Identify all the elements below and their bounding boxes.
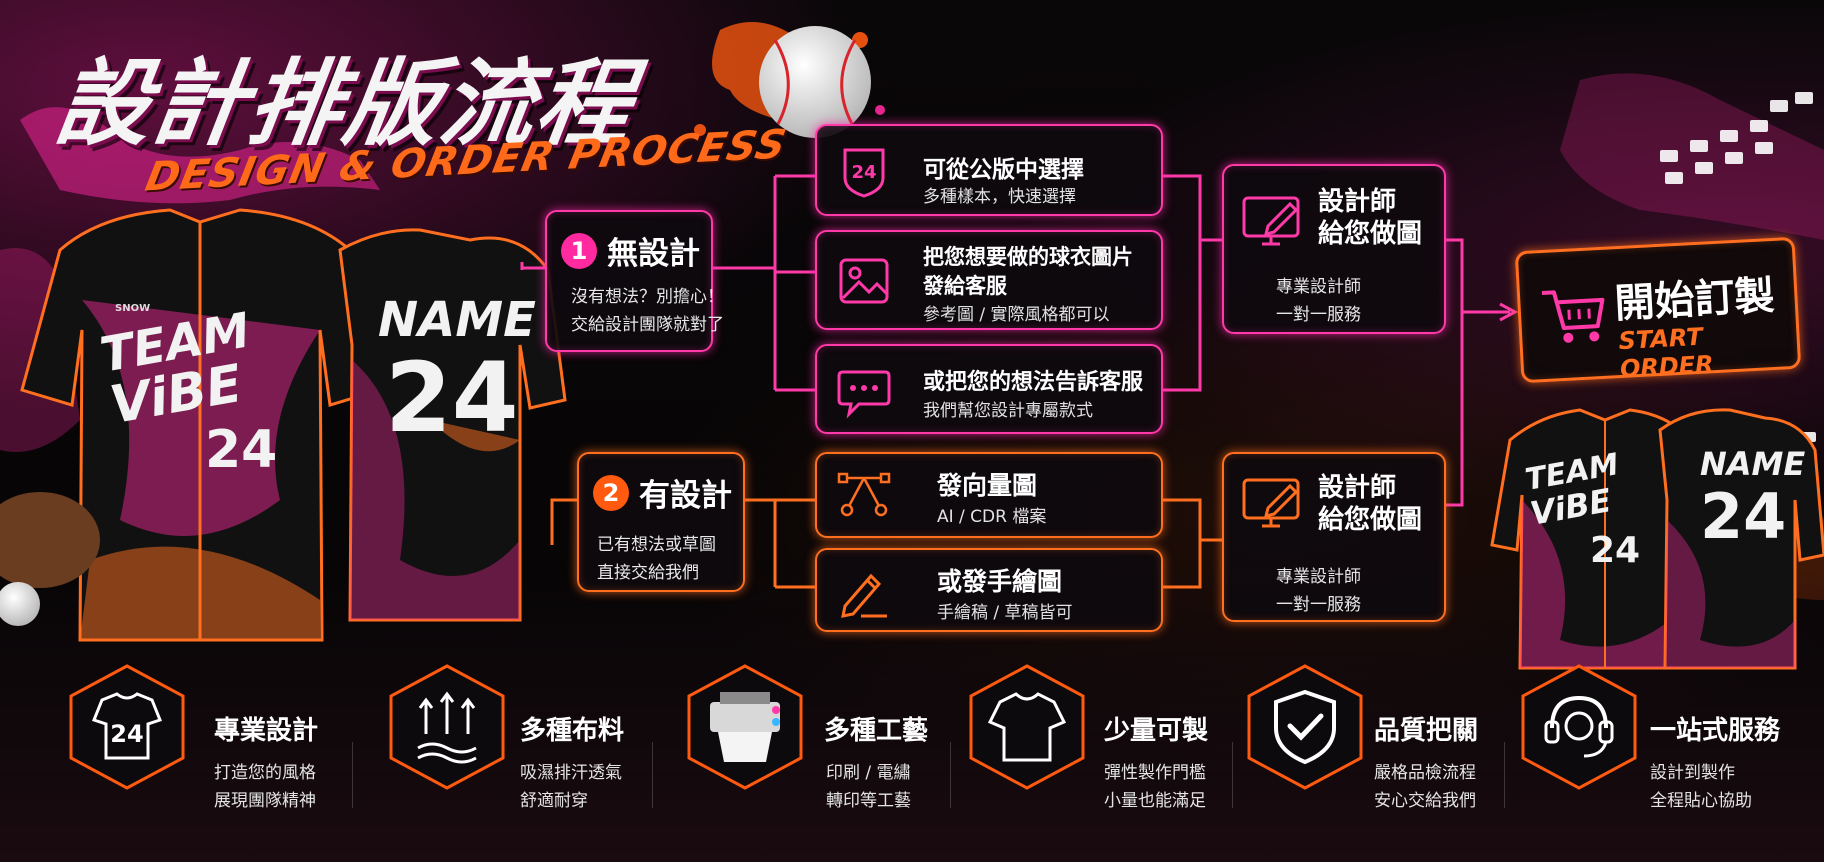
option-template[interactable]: 24 可從公版中選擇 多種樣本，快速選擇	[815, 124, 1163, 216]
feature-divider	[1232, 742, 1233, 808]
jersey-right-back-name: NAME	[1700, 445, 1806, 483]
jersey-right-back-number: 24	[1700, 480, 1787, 553]
option-title: 或把您的想法告訴客服	[923, 370, 1144, 395]
option-desc: AI / CDR 檔案	[937, 507, 1047, 527]
feature-one-stop-service: 一站式服務 設計到製作 全程貼心協助	[1514, 662, 1814, 812]
step-desc-line: 直接交給我們	[597, 563, 699, 583]
feature-title: 品質把關	[1374, 716, 1479, 746]
designer-title: 給您做圖	[1318, 219, 1423, 249]
option-desc: 我們幫您設計專屬款式	[923, 401, 1093, 421]
printer-icon	[687, 664, 803, 790]
designer-title: 設計師	[1318, 187, 1397, 217]
feature-desc: 印刷 / 電繡	[826, 763, 911, 783]
feature-divider	[352, 742, 353, 808]
designer-box-has-design: 設計師 給您做圖 專業設計師 一對一服務	[1222, 452, 1446, 622]
feature-small-batch: 少量可製 彈性製作門檻 小量也能滿足	[962, 662, 1232, 812]
feature-desc: 彈性製作門檻	[1104, 763, 1206, 783]
number-24-badge-icon: 24	[843, 148, 885, 198]
glove-and-ball	[0, 492, 100, 626]
feature-title: 多種布料	[520, 716, 625, 746]
option-desc: 手繪稿 / 草稿皆可	[937, 603, 1073, 623]
feature-desc: 展現團隊精神	[214, 791, 316, 811]
start-order-subtitle: START ORDER	[1617, 322, 1715, 384]
chat-bubble-icon	[837, 370, 891, 419]
feature-desc: 全程貼心協助	[1650, 791, 1752, 811]
feature-title: 多種工藝	[824, 716, 929, 746]
feature-desc: 轉印等工藝	[826, 791, 911, 811]
step-desc-line: 沒有想法？別擔心！	[571, 287, 724, 307]
feature-divider	[1504, 742, 1505, 808]
designer-box-no-design: 設計師 給您做圖 專業設計師 一對一服務	[1222, 164, 1446, 334]
option-desc: 多種樣本，快速選擇	[923, 187, 1076, 207]
designer-desc: 專業設計師	[1276, 277, 1361, 297]
feature-desc: 安心交給我們	[1374, 791, 1476, 811]
feature-professional-design: 24 專業設計 打造您的風格 展現團隊精神	[62, 662, 352, 812]
step-title: 有設計	[639, 478, 732, 514]
feature-title: 少量可製	[1104, 716, 1209, 746]
option-title-line2: 發給客服	[923, 274, 1007, 298]
feature-desc: 吸濕排汗透氣	[520, 763, 622, 783]
feature-title: 專業設計	[214, 716, 319, 746]
option-send-image[interactable]: 把您想要做的球衣圖片 發給客服 參考圖 / 實際風格都可以	[815, 230, 1163, 330]
shield-check-icon	[1247, 664, 1363, 790]
shopping-cart-icon	[1541, 290, 1605, 343]
feature-divider	[950, 742, 951, 808]
option-title: 或發手繪圖	[937, 567, 1063, 596]
jersey-right-front	[1490, 408, 1702, 670]
jersey-back-name: NAME	[378, 292, 536, 348]
jersey-front-number: 24	[205, 420, 278, 480]
flow-connectors	[520, 174, 1519, 589]
vector-pen-icon	[837, 472, 891, 517]
step-no-design: 1 無設計 沒有想法？別擔心！ 交給設計團隊就對了	[545, 210, 724, 352]
option-title: 發向量圖	[937, 471, 1038, 500]
option-desc: 參考圖 / 實際風格都可以	[923, 305, 1110, 325]
baseball	[759, 26, 871, 138]
feature-desc: 打造您的風格	[214, 763, 316, 783]
monitor-pencil-icon	[1242, 478, 1300, 528]
tshirt-icon	[969, 664, 1085, 790]
feature-craftsmanship: 多種工藝 印刷 / 電繡 轉印等工藝	[680, 662, 950, 812]
jersey-left-back	[338, 228, 567, 622]
start-order-button[interactable]: 開始訂製 START ORDER	[1514, 236, 1802, 384]
designer-desc: 專業設計師	[1276, 567, 1361, 587]
monitor-pencil-icon	[1242, 196, 1300, 246]
feature-quality-control: 品質把關 嚴格品檢流程 安心交給我們	[1240, 662, 1510, 812]
feature-desc: 舒適耐穿	[520, 791, 588, 811]
feature-desc: 設計到製作	[1650, 763, 1735, 783]
fabric-breathable-icon	[389, 664, 505, 790]
step-desc-line: 交給設計團隊就對了	[571, 315, 724, 335]
svg-text:24: 24	[851, 162, 876, 183]
pencil-drawing-icon	[841, 573, 887, 618]
headset-support-icon	[1521, 664, 1637, 790]
option-tell-idea[interactable]: 或把您的想法告訴客服 我們幫您設計專屬款式	[815, 344, 1163, 434]
step-number-badge: 1	[561, 232, 597, 269]
option-title: 可從公版中選擇	[923, 157, 1084, 183]
jersey-brand-label: SNOW	[115, 303, 151, 314]
step-has-design: 2 有設計 已有想法或草圖 直接交給我們	[577, 452, 745, 592]
svg-text:24: 24	[110, 720, 143, 748]
feature-title: 一站式服務	[1650, 716, 1781, 746]
jersey-back-number: 24	[385, 342, 519, 454]
image-picture-icon	[839, 258, 889, 304]
feature-desc: 小量也能滿足	[1104, 791, 1206, 811]
jersey-24-icon: 24	[69, 664, 185, 790]
feature-divider	[652, 742, 653, 808]
jersey-left-front	[20, 208, 382, 642]
feature-desc: 嚴格品檢流程	[1374, 763, 1476, 783]
step-desc-line: 已有想法或草圖	[597, 535, 716, 555]
designer-title: 設計師	[1318, 473, 1397, 503]
designer-desc: 一對一服務	[1276, 305, 1361, 325]
jersey-right-back	[1658, 408, 1824, 670]
option-title: 把您想要做的球衣圖片	[923, 245, 1133, 269]
feature-fabrics: 多種布料 吸濕排汗透氣 舒適耐穿	[382, 662, 652, 812]
designer-desc: 一對一服務	[1276, 595, 1361, 615]
designer-title: 給您做圖	[1318, 505, 1423, 535]
step-title: 無設計	[607, 236, 700, 272]
option-hand-drawing[interactable]: 或發手繪圖 手繪稿 / 草稿皆可	[815, 548, 1163, 632]
jersey-right-front-number: 24	[1590, 530, 1641, 571]
step-number-badge: 2	[593, 474, 629, 511]
option-vector-file[interactable]: 發向量圖 AI / CDR 檔案	[815, 452, 1163, 538]
